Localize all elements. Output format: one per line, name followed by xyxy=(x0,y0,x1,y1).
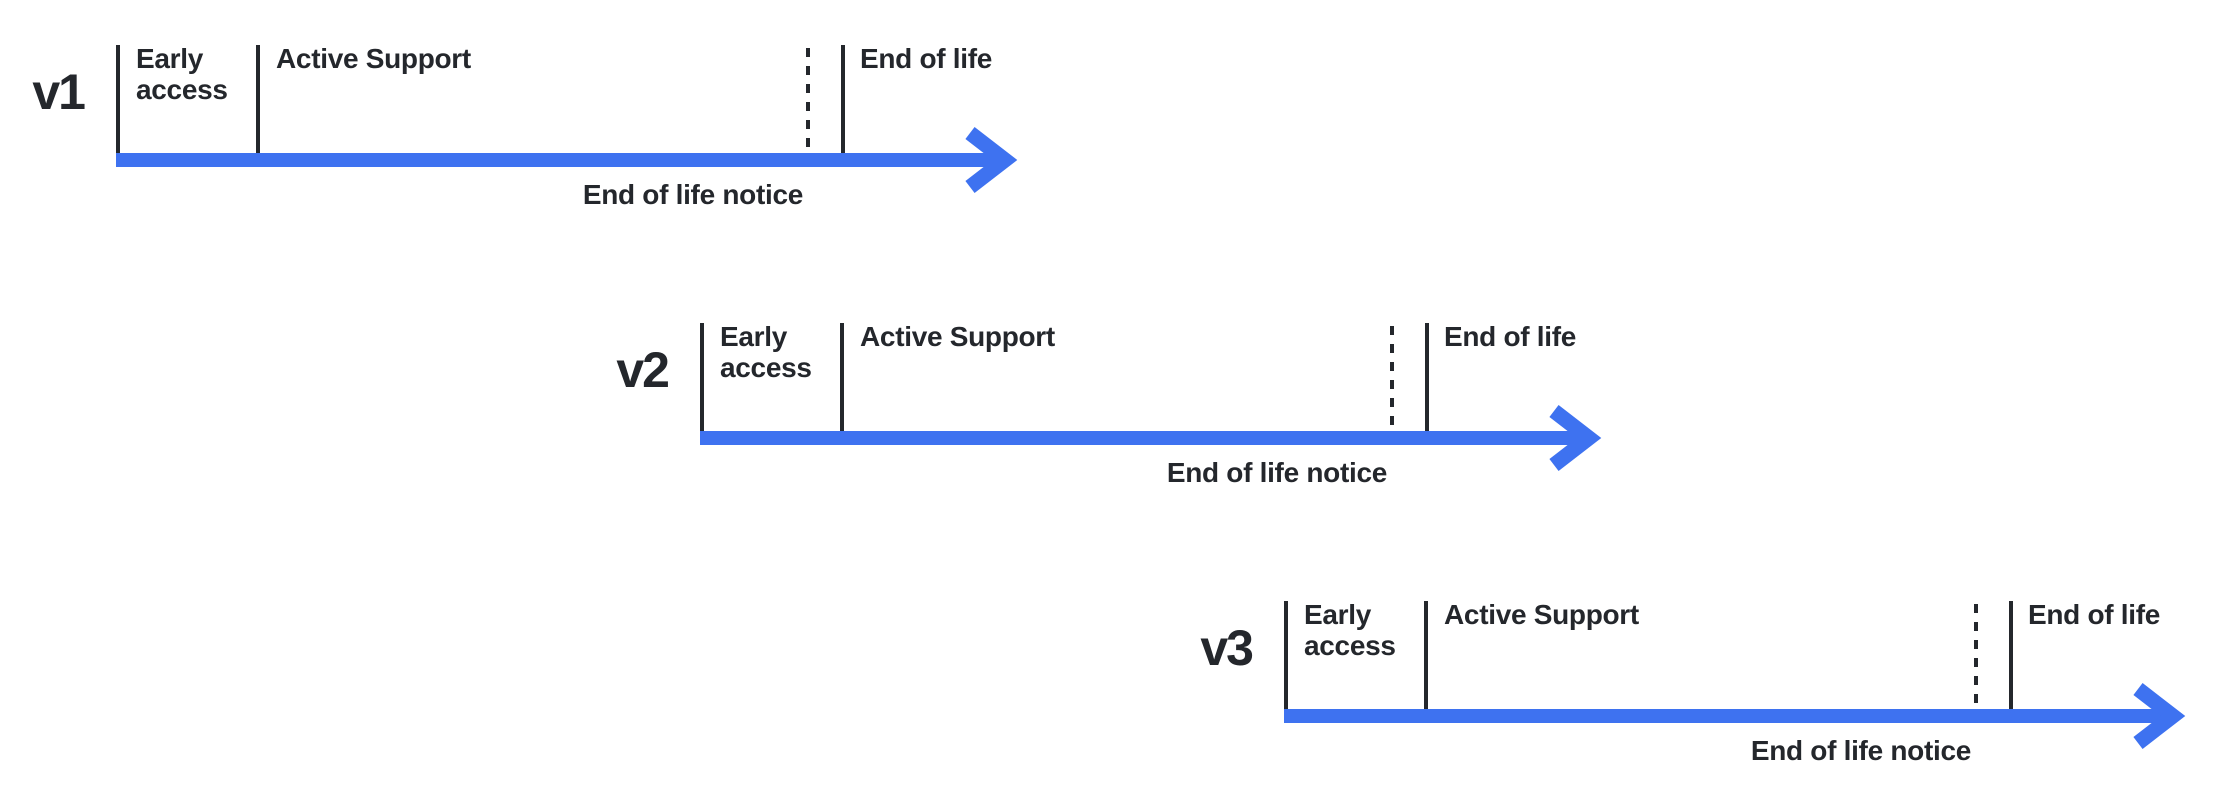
timeline-graphic xyxy=(1284,601,2186,749)
end-of-life-notice-label: End of life notice xyxy=(1166,457,1387,488)
version-label: v1 xyxy=(32,64,86,120)
phase-end-of-life-label: End of life xyxy=(2028,599,2161,630)
timeline-graphic xyxy=(700,323,1602,471)
arrowhead-icon xyxy=(965,127,1018,193)
timeline-row-v1: v1 Early access Active Support End of li… xyxy=(32,43,1038,215)
timeline-bar xyxy=(1284,709,2164,723)
phase-active-support-label: Active Support xyxy=(1444,599,1639,630)
phase-early-access-label: Early access xyxy=(1304,599,1396,661)
phase-end-of-life-label: End of life xyxy=(860,43,993,74)
end-of-life-notice-label: End of life notice xyxy=(582,179,803,210)
end-of-life-notice-label: End of life notice xyxy=(1750,735,1971,766)
phase-active-support-label: Active Support xyxy=(276,43,471,74)
phase-early-access-label: Early access xyxy=(720,321,812,383)
phase-active-support-label: Active Support xyxy=(860,321,1055,352)
version-label: v3 xyxy=(1200,620,1254,676)
phase-early-access-label: Early access xyxy=(136,43,228,105)
arrowhead-icon xyxy=(1549,405,1602,471)
phase-end-of-life-label: End of life xyxy=(1444,321,1577,352)
arrowhead-icon xyxy=(2133,683,2186,749)
timeline-bar xyxy=(700,431,1580,445)
timeline-bar xyxy=(116,153,996,167)
timeline-graphic xyxy=(116,45,1018,193)
timeline-row-v3: v3 Early access Active Support End of li… xyxy=(1200,599,2206,771)
version-label: v2 xyxy=(616,342,670,398)
timeline-row-v2: v2 Early access Active Support End of li… xyxy=(616,321,1622,493)
